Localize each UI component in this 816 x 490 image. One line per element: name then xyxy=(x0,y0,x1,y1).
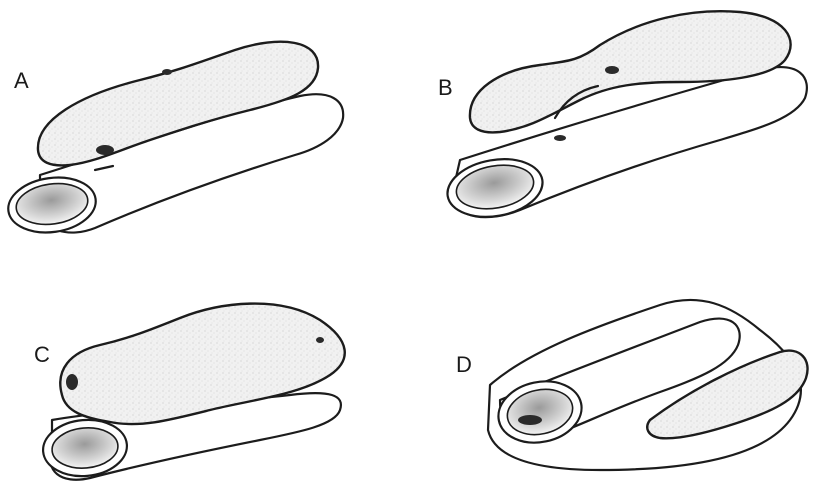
spot-a1 xyxy=(96,145,114,155)
spot-c2 xyxy=(316,337,324,343)
panel-label-c: C xyxy=(34,342,50,367)
panel-c: C xyxy=(34,304,345,480)
panel-b: B xyxy=(438,11,807,224)
spot-c1 xyxy=(66,374,78,390)
panel-label-b: B xyxy=(438,75,453,100)
panel-label-a: A xyxy=(14,68,29,93)
spot-a2 xyxy=(162,69,172,75)
spot-b1 xyxy=(605,66,619,74)
panel-a: A xyxy=(5,42,344,238)
panel-d: D xyxy=(456,300,808,470)
spot-d1 xyxy=(518,415,542,425)
panel-label-d: D xyxy=(456,352,472,377)
spot-b2 xyxy=(554,135,566,141)
